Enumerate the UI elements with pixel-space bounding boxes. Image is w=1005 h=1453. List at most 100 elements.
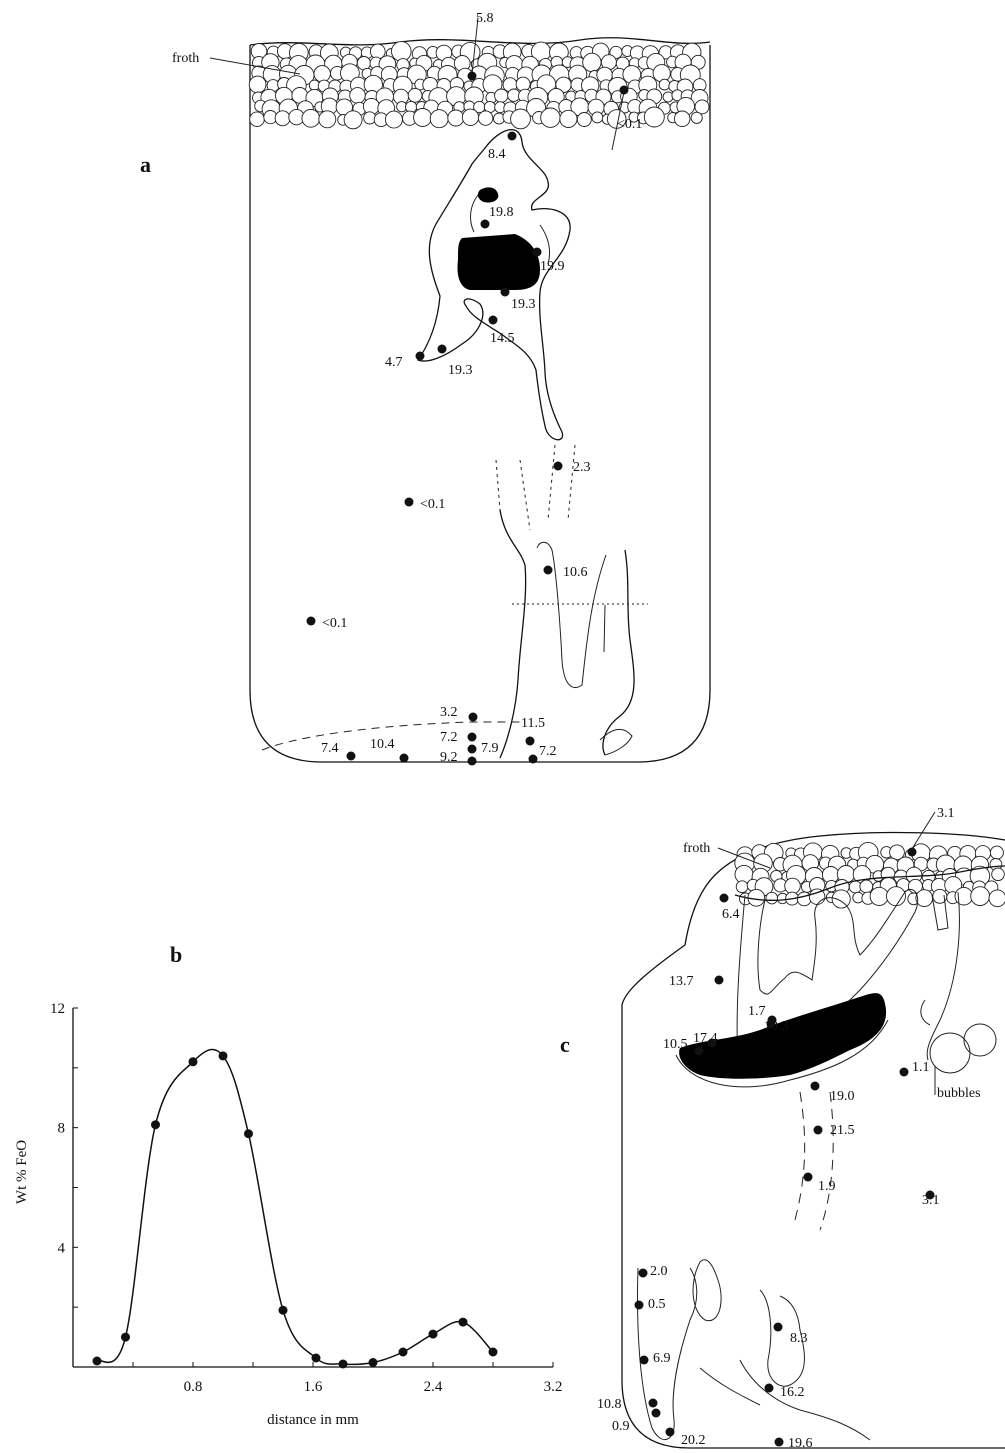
bubble-2 (964, 1024, 996, 1056)
panel-a-point-label: 11.5 (521, 716, 545, 731)
panel-a-point (400, 754, 409, 763)
panel-c-froth-label: froth (683, 841, 710, 856)
panel-a-point-label: 10.6 (563, 565, 588, 580)
panel-a-point (468, 745, 477, 754)
panel-c-point-label: 6.9 (653, 1351, 671, 1366)
data-point (429, 1330, 438, 1339)
data-point (279, 1306, 288, 1315)
panel-a-point (620, 86, 629, 95)
panel-c-point (715, 976, 724, 985)
panel-a-froth-label: froth (172, 51, 199, 66)
panel-c-point (720, 894, 729, 903)
panel-a-point (416, 352, 425, 361)
panel-c-froth-bubble (989, 890, 1005, 907)
data-point (189, 1057, 198, 1066)
series-line (97, 1049, 493, 1364)
data-point (244, 1129, 253, 1138)
panel-c-froth-bubble (870, 887, 888, 905)
panel-c-point (804, 1173, 813, 1182)
chart-plot (93, 1049, 498, 1368)
x-axis-label: distance in mm (267, 1412, 359, 1428)
panel-c-point-label: 2.0 (650, 1264, 668, 1279)
panel-c-point-label: 1.9 (818, 1179, 836, 1194)
panel-a-froth-bubble (314, 66, 330, 82)
panel-a-froth-bubble (392, 42, 412, 62)
panel-c-point-label: 6.4 (722, 907, 740, 922)
panel-a-froth-bubble (691, 112, 702, 123)
panel-a-froth-bubble (357, 57, 370, 70)
panel-c-froth-bubble (797, 892, 811, 906)
panel-a-inclusion-small (478, 187, 498, 202)
panel-c-dashed-line-2 (820, 1092, 833, 1230)
panel-a-froth-bubble (430, 110, 448, 128)
y-tick-label: 12 (50, 1001, 65, 1017)
panel-a-froth-bubble (560, 110, 577, 127)
panel-a-froth-bubble (414, 109, 432, 127)
panel-a-froth-bubble (674, 111, 690, 127)
panel-c-region-lower-left (638, 1260, 722, 1440)
panel-a-froth-bubble (249, 76, 266, 93)
panel-a-point (438, 345, 447, 354)
panel-a-froth-bubble (663, 92, 673, 102)
panel-a-froth-bubble (577, 113, 591, 127)
panel-a-point-label: 7.2 (539, 744, 557, 759)
panel-a-label: a (140, 152, 151, 177)
panel-a-froth-bubble (592, 112, 603, 123)
panel-a-point-label: 19.9 (540, 259, 565, 274)
panel-a-point (468, 733, 477, 742)
x-tick-label: 1.6 (304, 1379, 323, 1395)
panel-a-point-label: 4.7 (385, 355, 403, 370)
panel-c-froth-bubble (990, 846, 1003, 859)
panel-a-froth-bubble (659, 79, 670, 90)
panel-a-inner-line (471, 195, 478, 232)
panel-c-froth-bubble (916, 890, 933, 907)
panel-a: a froth 5.8<0.18.419.819.919.314.54.719.… (140, 11, 710, 766)
panel-c-point-label: 3.1 (922, 1193, 940, 1208)
panel-c-point-label: 19.3 (764, 1019, 789, 1034)
y-axis-label: Wt % FeO (14, 1140, 30, 1204)
panel-a-point (468, 72, 477, 81)
panel-a-dotted-line-1 (496, 460, 500, 510)
panel-a-point (529, 755, 538, 764)
panel-c-point (639, 1269, 648, 1278)
panel-a-froth-bubble (462, 109, 478, 125)
panel-a-froth (249, 42, 709, 129)
panel-c: c bubbles froth 3.16.413.71.710.519.317.… (560, 806, 1005, 1451)
panel-c-point (635, 1301, 644, 1310)
panel-a-froth-bubble (448, 110, 464, 126)
panel-c-point-label: 19.6 (788, 1436, 813, 1451)
panel-c-point (814, 1126, 823, 1135)
panel-c-froth (735, 842, 1005, 908)
panel-a-point-label: 7.2 (440, 730, 458, 745)
panel-a-froth-bubble (653, 65, 670, 82)
panel-c-froth-bubble (748, 889, 765, 906)
panel-a-froth-bubble (385, 111, 402, 128)
panel-c-bubbles-label: bubbles (937, 1086, 981, 1101)
panel-c-froth-bubble (832, 890, 850, 908)
panel-a-point (469, 713, 478, 722)
data-point (339, 1360, 348, 1369)
panel-a-dotted-line-4 (568, 445, 575, 520)
panel-c-label: c (560, 1032, 570, 1057)
panel-c-point-label: 8.3 (790, 1331, 808, 1346)
panel-a-point-label: 10.4 (370, 737, 395, 752)
panel-a-point-label: 7.9 (481, 741, 499, 756)
panel-a-point-label: 9.2 (440, 750, 458, 765)
panel-a-froth-bubble (541, 108, 560, 127)
panel-a-dotted-line-2 (520, 460, 530, 530)
panel-a-point-label: 19.3 (448, 363, 473, 378)
panel-c-froth-bubble (971, 887, 990, 906)
panel-a-point-label: <0.1 (322, 616, 347, 631)
panel-c-froth-bubble (992, 868, 1005, 881)
panel-a-point (554, 462, 563, 471)
panel-a-froth-bubble (319, 111, 336, 128)
panel-a-point (533, 248, 542, 257)
panel-a-point-label: 7.4 (321, 741, 339, 756)
panel-a-dotted-line-3 (548, 445, 555, 520)
panel-a-froth-edge (250, 38, 710, 45)
panel-c-point-label: 10.5 (663, 1037, 688, 1052)
panel-c-point (908, 848, 917, 857)
panel-a-froth-bubble (644, 107, 664, 127)
